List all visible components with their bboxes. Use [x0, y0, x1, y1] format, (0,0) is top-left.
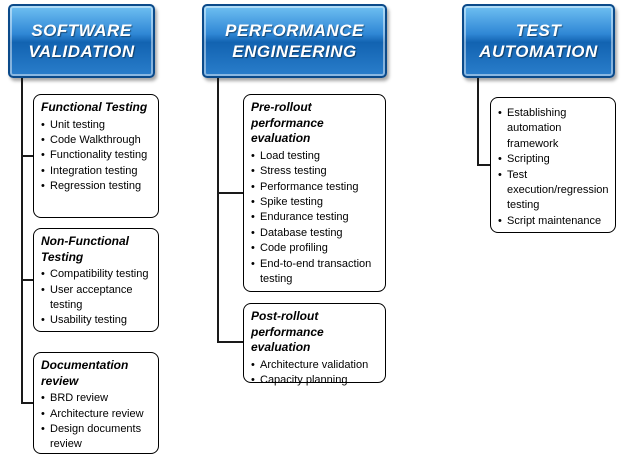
header-label: SOFTWARE VALIDATION [28, 20, 135, 61]
connector-vertical-col2 [217, 78, 219, 343]
non-functional-testing-box: Non-Functional Testing Compatibility tes… [33, 228, 159, 332]
list-item: BRD review [41, 391, 154, 407]
list-item: Endurance testing [251, 210, 381, 226]
list-item: Spike testing [251, 195, 381, 211]
header-test-automation: TEST AUTOMATION [462, 4, 615, 78]
functional-testing-box: Functional Testing Unit testing Code Wal… [33, 94, 159, 218]
list-item: Unit testing [41, 118, 154, 134]
list-item: Usability testing [41, 313, 154, 329]
connector-stub-col1-box1 [21, 155, 33, 157]
header-label: PERFORMANCE ENGINEERING [225, 20, 364, 61]
bullet-list: Load testing Stress testing Performance … [251, 149, 381, 288]
connector-vertical-col3 [477, 78, 479, 166]
documentation-review-box: Documentation review BRD review Architec… [33, 352, 159, 454]
list-item: Functionality testing [41, 148, 154, 164]
list-item: Code profiling [251, 241, 381, 257]
list-item: End-to-end transaction testing [251, 257, 381, 288]
bullet-list: Establishing automation framework Script… [498, 103, 611, 230]
list-item: Compatibility testing [41, 267, 154, 283]
connector-stub-col2-box1 [217, 192, 243, 194]
list-item: Load testing [251, 149, 381, 165]
list-item: Regression testing [41, 179, 154, 195]
list-item: Database testing [251, 226, 381, 242]
bullet-list: BRD review Architecture review Design do… [41, 391, 154, 453]
box-title: Pre-rollout performance evaluation [251, 100, 324, 146]
list-item: Capacity planning [251, 373, 381, 389]
list-item: Performance testing [251, 180, 381, 196]
connector-vertical-col1 [21, 78, 23, 404]
connector-stub-col3-box1 [477, 164, 490, 166]
box-title: Documentation review [41, 358, 129, 388]
pre-rollout-performance-box: Pre-rollout performance evaluation Load … [243, 94, 386, 292]
header-label: TEST AUTOMATION [479, 20, 598, 61]
box-title: Functional Testing [41, 100, 148, 114]
bullet-list: Architecture validation Capacity plannin… [251, 358, 381, 389]
list-item: Stress testing [251, 164, 381, 180]
test-automation-box: Establishing automation framework Script… [490, 97, 616, 233]
bullet-list: Compatibility testing User acceptance te… [41, 267, 154, 329]
box-title: Non-Functional Testing [41, 234, 129, 264]
list-item: Script maintenance [498, 214, 611, 230]
connector-stub-col1-box2 [21, 279, 33, 281]
list-item: Scripting [498, 152, 611, 168]
header-software-validation: SOFTWARE VALIDATION [8, 4, 155, 78]
list-item: Design documents review [41, 422, 154, 453]
connector-stub-col2-box2 [217, 341, 243, 343]
header-performance-engineering: PERFORMANCE ENGINEERING [202, 4, 387, 78]
list-item: Architecture validation [251, 358, 381, 374]
list-item: Establishing automation framework [498, 106, 611, 152]
list-item: Integration testing [41, 164, 154, 180]
list-item: User acceptance testing [41, 283, 154, 314]
post-rollout-performance-box: Post-rollout performance evaluation Arch… [243, 303, 386, 389]
connector-stub-col1-box3 [21, 402, 33, 404]
list-item: Code Walkthrough [41, 133, 154, 149]
box-title: Post-rollout performance evaluation [251, 309, 324, 355]
bullet-list: Unit testing Code Walkthrough Functional… [41, 118, 154, 195]
list-item: Test execution/regression testing [498, 168, 611, 214]
list-item: Architecture review [41, 407, 154, 423]
